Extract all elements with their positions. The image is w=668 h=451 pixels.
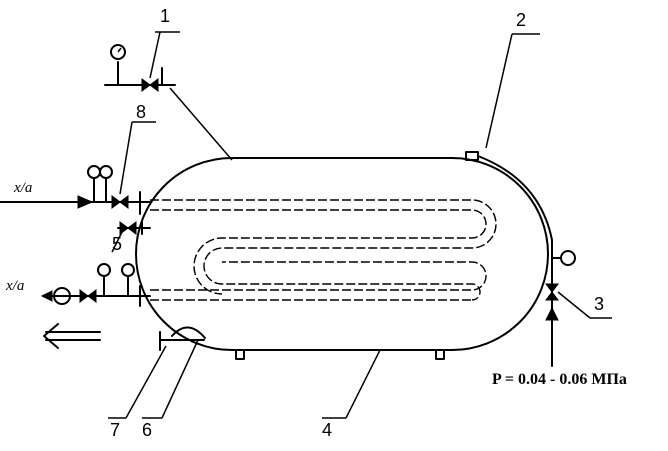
- valve-icon: [119, 221, 137, 235]
- leader-8: [119, 121, 133, 195]
- leader-4: [345, 349, 381, 419]
- leader-5: [111, 231, 123, 253]
- leader-7: [125, 345, 167, 419]
- callout-6: 6: [142, 420, 152, 440]
- flow-label-inlet: x/a: [13, 180, 32, 196]
- valve-icon: [111, 195, 129, 209]
- support-foot-right: [435, 349, 445, 360]
- callout-4: 4: [322, 420, 332, 440]
- callout-2: 2: [516, 10, 526, 30]
- pressure-label: P = 0.04 - 0.06 МПа: [492, 371, 627, 388]
- pressure-gauge-icon: [87, 165, 101, 179]
- callout-3: 3: [594, 294, 604, 314]
- outlet-line: [40, 263, 151, 307]
- branch-5: [117, 221, 151, 235]
- inlet-line: [0, 165, 151, 215]
- heating-coil: [150, 199, 497, 301]
- callout-1: 1: [160, 6, 170, 26]
- flow-arrow-icon: [77, 195, 94, 209]
- steam-line: [477, 155, 576, 367]
- pressure-gauge-icon: [97, 263, 111, 277]
- leader-6: [161, 339, 199, 419]
- support-foot-left: [235, 349, 245, 360]
- leader-1b: [169, 87, 233, 161]
- flow-arrow-icon: [40, 290, 53, 302]
- tank-shell: [135, 157, 549, 351]
- flow-direction-arrows: [43, 323, 101, 349]
- vent-assembly: [104, 44, 176, 92]
- callout-8: 8: [136, 102, 146, 122]
- flow-label-outlet: x/a: [5, 278, 24, 294]
- flow-arrow-icon: [545, 306, 559, 321]
- callout-7: 7: [110, 420, 120, 440]
- leader-2: [485, 33, 513, 149]
- pump-icon: [53, 287, 71, 305]
- valve-icon: [79, 289, 97, 303]
- pressure-gauge-icon: [121, 263, 135, 277]
- pressure-gauge-icon: [560, 250, 576, 266]
- pressure-gauge-icon: [110, 44, 126, 60]
- valve-icon: [141, 78, 159, 92]
- callout-5: 5: [112, 234, 122, 254]
- leader-1: [149, 31, 161, 79]
- leader-3: [557, 291, 591, 319]
- pressure-gauge-icon: [99, 165, 113, 179]
- valve-icon: [545, 283, 559, 301]
- drain-bulge: [171, 326, 206, 339]
